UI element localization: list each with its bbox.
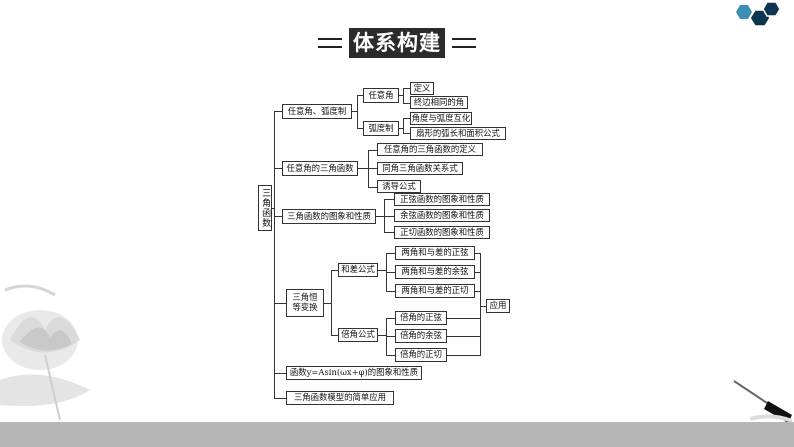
leaf-definition: 定义 <box>410 82 434 95</box>
branch-graphs-properties: 三角函数的图象和性质 <box>282 209 376 224</box>
leaf-double-cosine: 倍角的余弦 <box>395 329 447 343</box>
node-application: 应用 <box>486 299 510 313</box>
branch-sinusoidal-function: 函数y=Asin(ωx+φ)的图象和性质 <box>286 366 422 380</box>
leaf-cosine-graph: 余弦函数的图象和性质 <box>394 209 490 222</box>
leaf-double-sine: 倍角的正弦 <box>395 311 447 325</box>
leaf-reduction-formulas: 诱导公式 <box>377 180 421 193</box>
leaf-sum-diff-tangent: 两角和与差的正切 <box>395 284 475 298</box>
leaf-sector-arc-area-formula: 扇形的弧长和面积公式 <box>410 127 506 140</box>
hexagon-icon <box>736 2 781 27</box>
lotus-flower-image <box>0 284 90 421</box>
root-node: 三角函数 <box>258 185 272 231</box>
brush-pen-image <box>733 380 793 423</box>
branch-trig-identities: 三角恒 等变换 <box>286 289 324 317</box>
leaf-same-angle-relations: 同角三角函数关系式 <box>377 162 463 175</box>
leaf-sum-diff-sine: 两角和与差的正弦 <box>395 246 475 260</box>
bottom-bar <box>0 422 794 447</box>
node-arbitrary-angle: 任意角 <box>363 88 399 103</box>
node-radian: 弧度制 <box>363 121 399 136</box>
branch-trig-identities-line2: 等变换 <box>292 302 318 312</box>
leaf-sum-diff-cosine: 两角和与差的余弦 <box>395 265 475 279</box>
branch-trig-identities-line1: 三角恒 <box>292 292 318 303</box>
page-title: 体系构建 <box>349 28 445 58</box>
leaf-tangent-graph: 正切函数的图象和性质 <box>394 226 490 239</box>
branch-arbitrary-angle-trig: 任意角的三角函数 <box>282 161 358 176</box>
leaf-sine-graph: 正弦函数的图象和性质 <box>394 193 490 206</box>
node-sum-difference-formulas: 和差公式 <box>338 263 378 277</box>
branch-arbitrary-angle-radian: 任意角、弧度制 <box>282 104 352 119</box>
leaf-degree-radian-conversion: 角度与弧度互化 <box>410 112 472 125</box>
leaf-trig-definition: 任意角的三角函数的定义 <box>377 143 483 156</box>
node-double-angle-formulas: 倍角公式 <box>338 328 378 342</box>
leaf-double-tangent: 倍角的正切 <box>395 348 447 362</box>
title-banner: 体系构建 <box>318 28 476 58</box>
leaf-coterminal-angle: 终边相同的角 <box>410 96 468 109</box>
branch-trig-model-application: 三角函数模型的简单应用 <box>286 391 394 405</box>
